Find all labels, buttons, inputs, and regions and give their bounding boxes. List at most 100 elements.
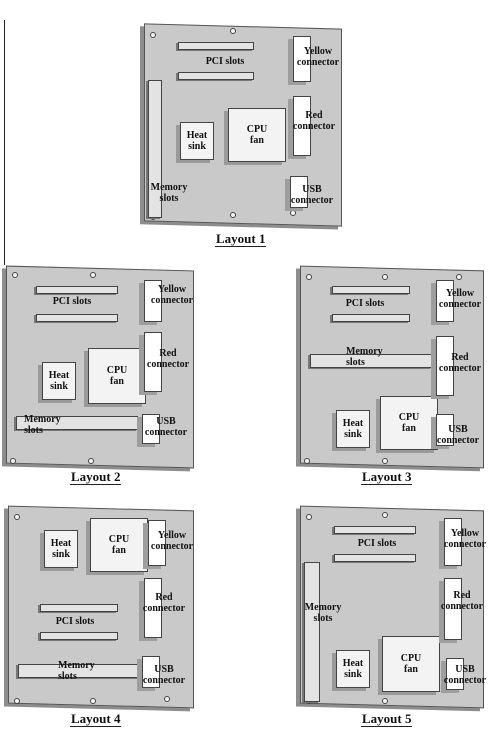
pci-slot [332,286,410,294]
red-connector [293,96,311,156]
pci-slot [40,604,118,612]
divider-line [4,20,5,265]
red-connector-label: Red connector [292,110,336,132]
mounting-hole [382,274,388,280]
mounting-hole [164,696,170,702]
heat-sink-label: Heat sink [342,418,364,440]
heat-sink: Heat sink [180,122,214,160]
usb-connector-label: USB connector [443,664,487,686]
mounting-hole [456,274,462,280]
red-connector-label: Red connector [438,352,482,374]
memory-slot [304,562,320,702]
cpu-fan: CPU fan [228,108,286,162]
cpu-fan: CPU fan [88,348,146,404]
pci-slot [178,42,254,50]
yellow-connector [444,518,462,566]
pci-slot [36,314,118,322]
layout-caption: Layout 5 [361,711,413,727]
cpu-fan-label: CPU fan [108,534,130,556]
memory-slots-label: Memory slots [304,602,342,624]
yellow-connector [436,280,454,322]
pci-slots-label: PCI slots [55,616,95,627]
red-connector-label: Red connector [440,590,484,612]
cpu-fan: CPU fan [90,518,148,572]
red-connector-label: Red connector [146,348,190,370]
pci-slots-label: PCI slots [357,538,397,549]
layout-3-panel: PCI slots Memory slots Heat sink CPU fan… [296,265,492,470]
heat-sink-label: Heat sink [342,658,364,680]
memory-slots-label: Memory slots [346,346,383,368]
layout-1-panel: PCI slots Memory slots Heat sink CPU fan… [140,23,345,228]
mounting-hole [304,458,310,464]
yellow-connector-label: Yellow connector [443,528,487,550]
layout-2-panel: PCI slots Heat sink CPU fan Memory slots… [4,265,200,470]
cpu-fan-label: CPU fan [106,365,128,387]
pci-slot [334,526,416,534]
heat-sink-label: Heat sink [48,370,70,392]
mounting-hole [306,514,312,520]
mounting-hole [10,458,16,464]
red-connector [444,578,462,640]
memory-slots-label: Memory slots [24,414,61,436]
mounting-hole [90,698,96,704]
pci-slots-label: PCI slots [205,56,245,67]
heat-sink-label: Heat sink [186,130,208,152]
heat-sink: Heat sink [336,410,370,448]
mounting-hole [306,274,312,280]
mounting-hole [230,28,236,34]
layout-5-panel: PCI slots Memory slots Heat sink CPU fan… [296,505,492,710]
pci-slots-label: PCI slots [345,298,385,309]
mounting-hole [88,458,94,464]
heat-sink: Heat sink [44,530,78,568]
memory-slot [16,416,138,430]
cpu-fan: CPU fan [380,396,438,450]
usb-connector-label: USB connector [144,416,188,438]
memory-slots-label: Memory slots [58,660,95,682]
usb-connector-label: USB connector [290,184,334,206]
yellow-connector [148,520,166,566]
memory-slot [18,664,140,678]
memory-slot [310,354,432,368]
mounting-hole [382,458,388,464]
memory-slot [148,80,162,218]
layout-caption: Layout 2 [70,469,122,485]
red-connector [144,332,162,392]
mounting-hole [90,272,96,278]
mounting-hole [382,698,388,704]
pci-slot [332,314,410,322]
mounting-hole [14,514,20,520]
mounting-hole [290,210,296,216]
heat-sink: Heat sink [42,362,76,400]
cpu-fan-label: CPU fan [246,124,268,146]
yellow-connector-label: Yellow connector [150,284,194,306]
pci-slot [334,554,416,562]
yellow-connector-label: Yellow connector [438,288,482,310]
usb-connector [142,414,160,444]
cpu-fan-label: CPU fan [398,412,420,434]
pci-slot [178,72,254,80]
usb-connector [446,658,464,690]
cpu-fan-label: CPU fan [400,653,422,675]
usb-connector [436,414,454,446]
mounting-hole [14,698,20,704]
usb-connector [290,176,308,208]
pci-slot [36,286,118,294]
heat-sink: Heat sink [336,650,370,688]
pci-slot [40,632,118,640]
yellow-connector [144,280,162,322]
red-connector-label: Red connector [142,592,186,614]
mounting-hole [150,32,156,38]
layout-caption: Layout 3 [361,469,413,485]
mounting-hole [230,212,236,218]
red-connector [144,578,162,638]
layout-4-panel: Heat sink CPU fan PCI slots Memory slots… [4,505,200,710]
mounting-hole [12,272,18,278]
memory-slots-label: Memory slots [150,182,188,204]
red-connector [436,336,454,396]
yellow-connector-label: Yellow connector [150,530,194,552]
pci-slots-label: PCI slots [52,296,92,307]
yellow-connector-label: Yellow connector [296,46,340,68]
usb-connector-label: USB connector [436,424,480,446]
heat-sink-label: Heat sink [50,538,72,560]
yellow-connector [293,36,311,82]
